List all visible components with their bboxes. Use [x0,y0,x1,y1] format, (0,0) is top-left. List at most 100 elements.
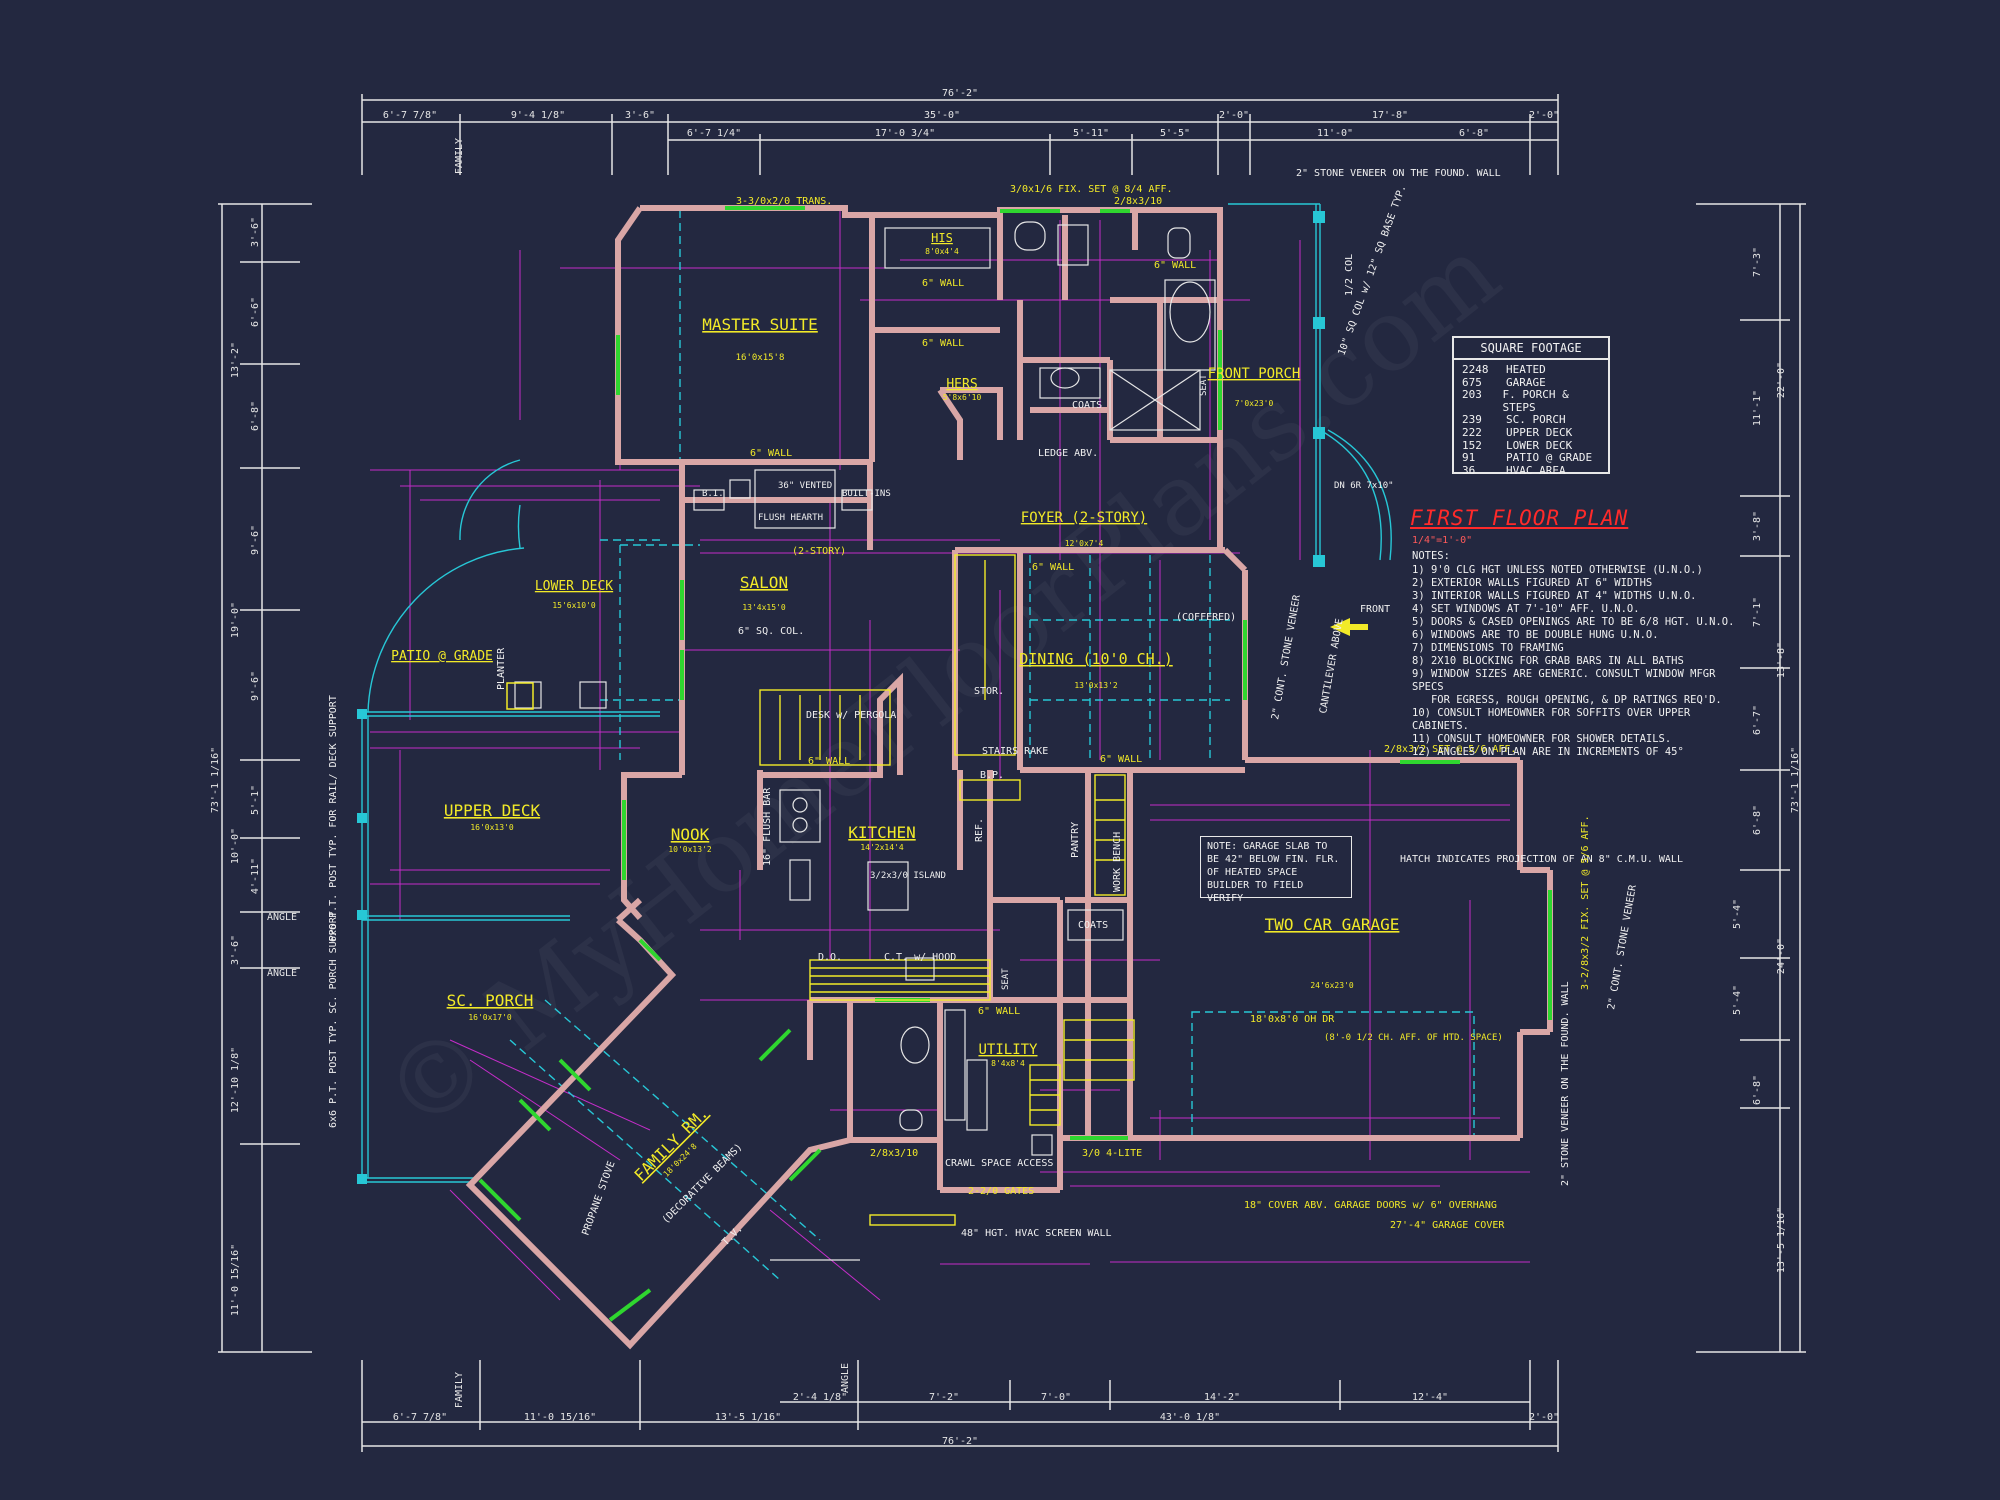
dim-top2-5: 11'-0" [1317,128,1353,139]
room-dining-size: 13'0x13'2 [1074,681,1118,690]
room-master-suite-name: MASTER SUITE [702,315,818,334]
ledge-label: LEDGE ABV. [1038,448,1098,459]
list-item: 7) DIMENSIONS TO FRAMING [1412,642,1564,654]
top-overall-dim: 76'-2" [942,88,978,99]
planter-column [506,682,534,710]
room-lower-deck-size: 15'6x10'0 [552,601,596,610]
half-col-label: 1/2 COL [1344,254,1355,296]
post-top-label: 6x6 P.T. POST TYP. FOR RAIL/ DECK SUPPOR… [328,695,339,942]
dim-left-5: 9'-6" [250,671,261,701]
dim-right-7: 5'-4" [1732,899,1743,929]
top-dimension-lines [361,94,1559,175]
dim-left-outer-1: 13'-2" [230,342,241,378]
list-item: 10) CONSULT HOMEOWNER FOR SOFFITS OVER U… [1412,707,1691,732]
patio-outlines [361,203,1392,1183]
list-item: 2) EXTERIOR WALLS FIGURED AT 6" WIDTHS [1412,577,1653,589]
dim-right-outer-2: 13'-8" [1776,642,1787,678]
dim-bot-1: 6'-7 7/8" [393,1412,447,1423]
room-salon-size: 13'4x15'0 [742,603,786,612]
room-kitchen-size: 14'2x14'4 [860,843,904,852]
list-item: 8) 2X10 BLOCKING FOR GRAB BARS IN ALL BA… [1412,655,1684,667]
built-ins-label: BUILT-INS [842,489,891,499]
room-utility-name: UTILITY [978,1042,1038,1058]
six-wall-master: 6" WALL [750,448,792,459]
outer-dimension-text: 76'-2" 76'-2" 6'-7 7/8" 9'-4 1/8" 3'-6" … [383,88,1559,1447]
room-sc-porch-name: SC. PORCH [447,991,534,1010]
dim-left-outer-2: 19'-0" [230,602,241,638]
dim-top-3: 3'-6" [625,110,655,121]
dim-left-6: 5'-1" [250,785,261,815]
bp-label: B.P. [980,770,1004,781]
stairs-rake-label: STAIRS RAKE [982,746,1048,757]
dim-left-3: 6'-8" [250,401,261,431]
plan-scale: 1/4"=1'-0" [1412,535,1473,546]
oh-door-sub-label: (8'-0 1/2 CH. AFF. OF HTD. SPACE) [1324,1033,1503,1043]
six-wall-dining: 6" WALL [1100,754,1142,765]
fixtures [514,221,1216,1261]
list-item: 3) INTERIOR WALLS FIGURED AT 4" WIDTHS U… [1412,590,1697,602]
columns [357,211,1325,1184]
room-hers-name: HERS [946,377,977,392]
cover-note-label: 18" COVER ABV. GARAGE DOORS w/ 6" OVERHA… [1244,1200,1497,1211]
room-master-suite-size: 16'0x15'8 [736,353,785,363]
dim-right-2: 11'-1" [1752,390,1763,426]
dim-bot-2: 11'-0 15/16" [524,1412,596,1423]
dim-right-outer-1: 22'-0" [1776,362,1787,398]
dim-top2-4: 5'-5" [1160,128,1190,139]
stone-veneer-right-label: 2" STONE VENEER ON THE FOUND. WALL [1560,981,1571,1186]
room-front-porch-name: FRONT PORCH [1208,366,1301,382]
family-top-label: FAMILY [454,138,465,174]
dim-right-5: 6'-7" [1752,705,1763,735]
do-label: D.O. [818,952,842,963]
list-item: 9) WINDOW SIZES ARE GENERIC. CONSULT WIN… [1412,668,1716,693]
garage-cover-label: 27'-4" GARAGE COVER [1390,1220,1505,1231]
dim-left-2: 6'-6" [250,297,261,327]
list-item: FOR EGRESS, ROUGH OPENING, & DP RATINGS … [1412,694,1722,706]
list-item: 6) WINDOWS ARE TO BE DOUBLE HUNG U.N.O. [1412,629,1659,641]
room-labels: MASTER SUITE 16'0x15'8 HIS 8'0x4'4 HERS … [391,231,1399,1185]
seat-util-label: SEAT [1001,968,1011,990]
room-front-porch-size: 7'0x23'0 [1235,399,1274,408]
dim-bot-3: 13'-5 1/16" [715,1412,781,1423]
trans-top-label: 3-3/0x2/0 TRANS. [736,196,832,207]
dim-left-outer-4: 12'-10 1/8" [230,1047,241,1113]
vertical-dimension-text: 73'-1 1/16" 73'-1 1/16" 3'-6" 6'-6" 6'-8… [210,138,1801,1408]
bottom-dimension-lines [361,1360,1559,1452]
room-foyer-name: FOYER (2-STORY) [1021,510,1147,526]
dim-right-outer-3: 24'-0" [1776,938,1787,974]
family-bottom-label: FAMILY [454,1372,465,1408]
windows [478,206,1552,1322]
square-footage-title: SQUARE FOOTAGE [1454,338,1608,360]
cyan-hidden-lines [509,210,1475,1281]
cont-stone-veneer-label: 2" CONT. STONE VENEER [1270,593,1303,720]
dbl-bottom-label: 2/8x3/10 [870,1148,918,1159]
dim-bot-4: 43'-0 1/8" [1160,1412,1220,1423]
room-lower-deck-name: LOWER DECK [535,579,613,594]
room-upper-deck-size: 16'0x13'0 [470,823,514,832]
list-item: 12) ANGLES ON PLAN ARE IN INCREMENTS OF … [1412,746,1684,758]
coats-label: COATS [1078,920,1108,931]
dbl-top-label: 2/8x3/10 [1114,196,1162,207]
dim-top-2: 9'-4 1/8" [511,110,565,121]
six-wall-hers: 6" WALL [922,338,964,349]
dim-right-3: 3'-8" [1752,511,1763,541]
general-notes: NOTES: 1) 9'0 CLG HGT UNLESS NOTED OTHER… [1412,550,1742,759]
post-bottom-label: 6x6 P.T. POST TYP. SC. PORCH SUPPORT [328,911,339,1128]
stairs [759,554,1135,1226]
room-nook-name: NOOK [671,825,710,844]
dim-bot2-5: 12'-4" [1412,1392,1448,1403]
room-hers-size: 5'8x6'10 [943,393,982,402]
dim-top-6: 17'-8" [1372,110,1408,121]
pantry-label: PANTRY [1070,822,1081,858]
room-sc-porch-size: 16'0x17'0 [468,1013,512,1022]
dim-left-1: 3'-6" [250,217,261,247]
coats-upper-label: COATS [1072,400,1102,411]
dim-bot-5: 2'-0" [1529,1412,1559,1423]
flush-bar-label: 16" FLUSH BAR [762,787,773,866]
dim-right-4: 7'-1" [1752,597,1763,627]
room-utility-size: 8'4x8'4 [991,1059,1025,1068]
